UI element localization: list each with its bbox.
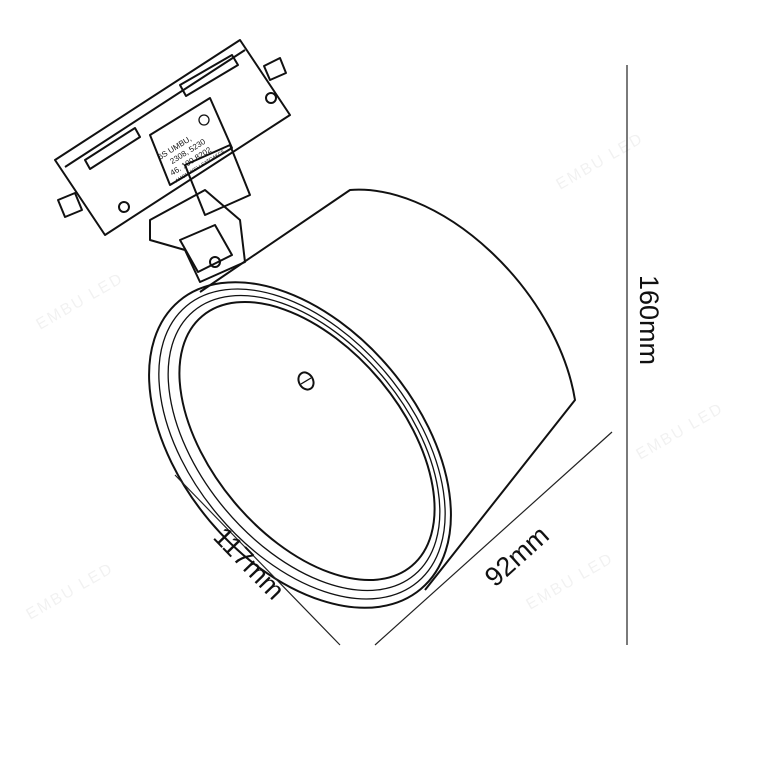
cylinder-outline xyxy=(199,188,576,591)
front-ring-3 xyxy=(167,294,441,592)
ground-icon xyxy=(198,114,210,126)
watermark: EMBU LED xyxy=(554,130,647,194)
watermark: EMBU LED xyxy=(24,560,117,624)
screw xyxy=(297,371,315,391)
height-label: 160mm xyxy=(634,275,664,365)
depth-label: 92mm xyxy=(479,520,555,592)
mount-bracket xyxy=(149,144,251,283)
screw-slot xyxy=(300,377,312,385)
label-plate xyxy=(149,97,233,186)
dimension-depth: 92mm xyxy=(374,431,613,646)
front-ring-2 xyxy=(158,288,446,600)
watermark: EMBU LED xyxy=(34,270,127,334)
front-ring-inner xyxy=(178,301,436,581)
watermark: EMBU LED xyxy=(634,400,727,464)
watermark: EMBU LED xyxy=(524,550,617,614)
track-adapter: 6S UMBU, 2308, 5230 46. 100 8202 AMONVYE… xyxy=(54,39,291,236)
dimension-diameter: 117mm xyxy=(174,474,341,646)
front-ring-outer xyxy=(148,281,452,609)
lamp-body xyxy=(148,188,576,609)
dimension-height: 160mm xyxy=(626,65,664,645)
